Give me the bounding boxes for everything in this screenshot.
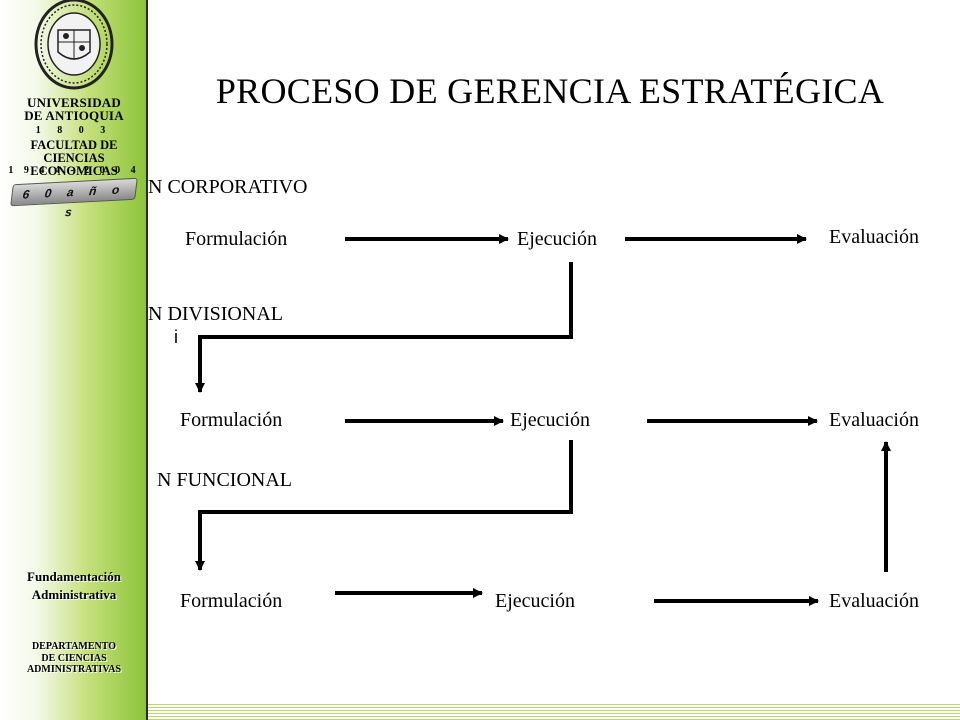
university-founding-year: 1 8 0 3 (35, 125, 113, 136)
page-title: PROCESO DE GERENCIA ESTRATÉGICA (215, 71, 885, 111)
row2-evaluation-label: Evaluación (829, 409, 919, 431)
department-name: DEPARTAMENTO DE CIENCIAS ADMINISTRATIVAS (26, 641, 122, 675)
row1-evaluation-label: Evaluación (829, 226, 919, 248)
connector-corporate-to-divisional (195, 262, 573, 393)
row1-formulation-label: Formulación (185, 228, 288, 250)
row3-evaluation-label: Evaluación (829, 590, 919, 612)
row2-execution-label: Ejecución (510, 409, 590, 431)
level-functional-label: N FUNCIONAL (157, 469, 292, 491)
row3-formulation-label: Formulación (180, 590, 283, 612)
course-name: Fundamentación Administrativa (27, 569, 121, 602)
university-seal-icon (34, 0, 114, 90)
connector-divisional-to-functional (195, 440, 573, 571)
level-corporate-label: N CORPORATIVO (148, 176, 308, 198)
row1-execution-label: Ejecución (517, 228, 597, 250)
row2-formulation-label: Formulación (180, 409, 283, 431)
level-divisional-label: N DIVISIONAL (148, 303, 283, 325)
faculty-years: 1 9 4 4 - 2 0 0 4 (8, 165, 140, 176)
university-name: UNIVERSIDAD DE ANTIOQUIA (24, 95, 124, 123)
faculty-name: FACULTAD DE CIENCIAS ECONOMICAS (30, 138, 118, 178)
row3-execution-label: Ejecución (495, 590, 575, 612)
level-divisional-mark: i (174, 327, 178, 347)
sidebar: UNIVERSIDAD DE ANTIOQUIA 1 8 0 3 FACULTA… (0, 0, 148, 720)
bottom-stripes (148, 704, 960, 720)
